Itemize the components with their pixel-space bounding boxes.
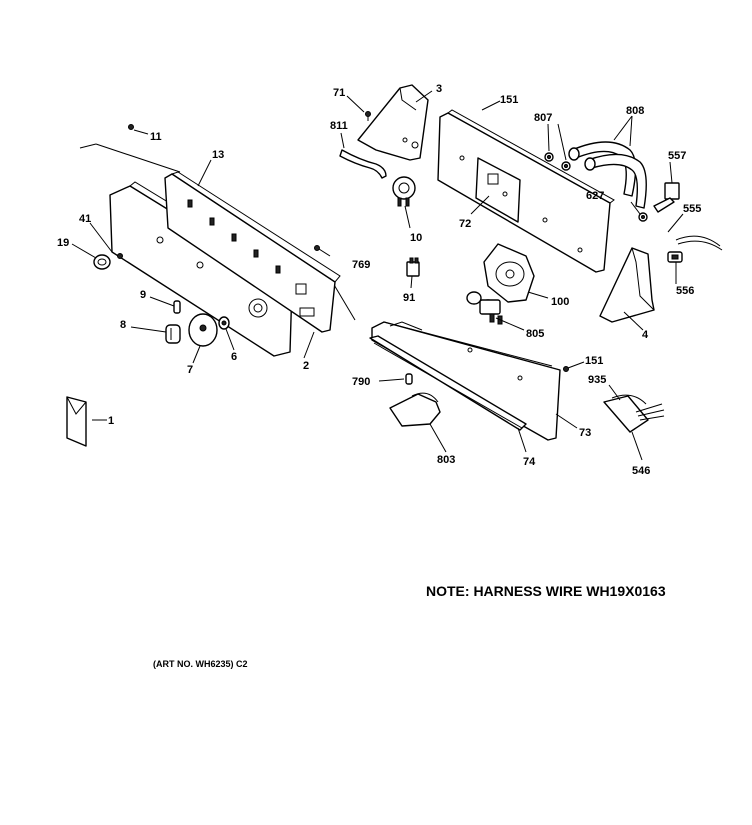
- end-bracket-3: [357, 84, 429, 161]
- callout-19: 19: [57, 237, 69, 249]
- callout-8: 8: [120, 319, 126, 331]
- callout-10: 10: [410, 232, 422, 244]
- callout-41: 41: [79, 213, 91, 225]
- screw-627: [638, 212, 648, 222]
- part-91: [406, 257, 420, 277]
- callout-3: 3: [436, 83, 442, 95]
- callout-627: 627: [586, 190, 604, 202]
- callout-808: 808: [626, 105, 644, 117]
- callout-805: 805: [526, 328, 544, 340]
- pressure-switch-10: [392, 176, 416, 207]
- screws-807: [544, 152, 571, 171]
- art-number: (ART NO. WH6235) C2: [153, 659, 248, 669]
- fill-hoses-808: [568, 141, 647, 209]
- callout-labels: 11 13 41 19 9 8 7 6 2 1 71 3 811 10 91 7…: [57, 83, 701, 477]
- end-cap-4: [599, 247, 655, 323]
- callout-71: 71: [333, 87, 345, 99]
- callout-803: 803: [437, 454, 455, 466]
- callout-546: 546: [632, 465, 650, 477]
- callout-557: 557: [668, 150, 686, 162]
- callout-790: 790: [352, 376, 370, 388]
- callout-74: 74: [523, 456, 536, 468]
- callout-6: 6: [231, 351, 237, 363]
- callout-72: 72: [459, 218, 471, 230]
- screw-151: [563, 366, 569, 372]
- callout-151-top: 151: [500, 94, 518, 106]
- clip-9: [173, 300, 181, 314]
- screw-41: [117, 253, 123, 259]
- grommet-790: [405, 373, 413, 385]
- callout-4: 4: [642, 329, 649, 341]
- callout-151-right: 151: [585, 355, 603, 367]
- callout-11: 11: [150, 131, 162, 143]
- timer-100: [483, 243, 535, 303]
- callout-1: 1: [108, 415, 114, 427]
- lid-switch-557: [653, 182, 680, 213]
- callout-555: 555: [683, 203, 701, 215]
- callout-13: 13: [212, 149, 224, 161]
- screw-769: [314, 245, 320, 251]
- bracket-803: [389, 392, 441, 427]
- callout-769: 769: [352, 259, 370, 271]
- callout-556: 556: [676, 285, 694, 297]
- callout-9: 9: [140, 289, 146, 301]
- connector-556: [667, 251, 683, 263]
- spring-6: [218, 316, 230, 330]
- screw-71: [365, 111, 371, 121]
- screw-11: [128, 124, 134, 130]
- trim-strip-74: [369, 335, 527, 431]
- water-valve-805: [466, 291, 503, 325]
- callout-811: 811: [330, 120, 348, 132]
- knob-19: [93, 254, 111, 270]
- wire-555: [675, 235, 723, 251]
- callout-807: 807: [534, 112, 552, 124]
- callout-2: 2: [303, 360, 309, 372]
- timer-knob-7: [188, 313, 218, 347]
- callout-100: 100: [551, 296, 569, 308]
- harness-546: [603, 394, 665, 433]
- leader-lines: [71, 90, 684, 461]
- literature-envelope: [66, 396, 87, 447]
- switch-8: [165, 324, 181, 344]
- callout-7: 7: [187, 364, 193, 376]
- console-frame: [164, 171, 341, 333]
- harness-note: NOTE: HARNESS WIRE WH19X0163: [426, 583, 666, 599]
- callout-935: 935: [588, 374, 606, 386]
- hose-811: [339, 149, 387, 179]
- callout-91: 91: [403, 292, 415, 304]
- rear-backsplash-72: [437, 109, 615, 273]
- callout-73: 73: [579, 427, 591, 439]
